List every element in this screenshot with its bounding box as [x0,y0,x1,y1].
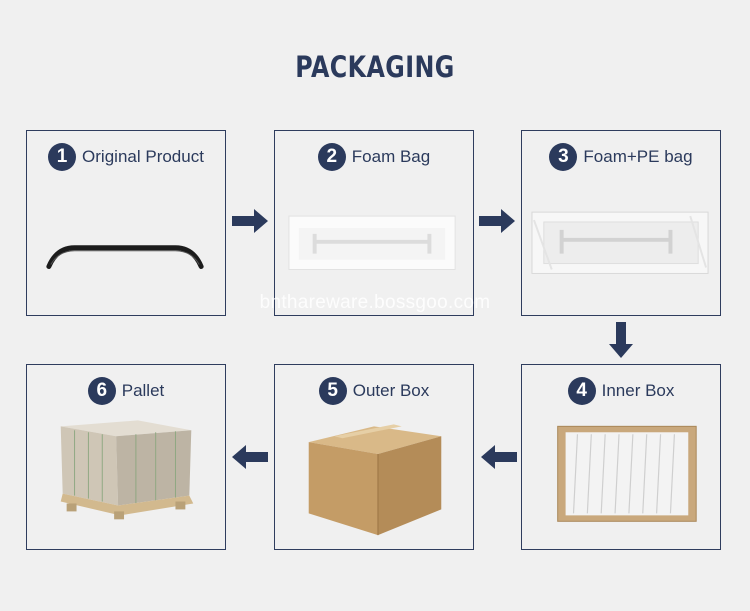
arrow-down-icon [609,322,633,358]
step-card-foam-bag: 2 Foam Bag [274,130,474,316]
step-card-original-product: 1 Original Product [26,130,226,316]
arrow-right-icon [232,209,268,233]
pe-bag-image [531,211,709,274]
step-card-foam-pe-bag: 3 Foam+PE bag [521,130,721,316]
step-card-pallet: 6 Pallet [26,364,226,550]
step-number-badge: 6 [87,377,116,405]
step-number-badge: 3 [549,143,578,171]
step-number-badge: 2 [317,143,346,171]
step-label: Outer Box [352,381,430,400]
step-label: Foam Bag [351,147,431,166]
step-card-outer-box: 5 Outer Box [274,364,474,550]
step-number-badge: 1 [48,143,77,171]
foam-bag-image [288,215,456,270]
arrow-left-icon [232,445,268,469]
inner-box-image [557,425,697,522]
step-label: Pallet [121,381,165,400]
step-number-badge: 5 [318,377,347,405]
step-label: Original Product [82,147,204,166]
step-card-inner-box: 4 Inner Box [521,364,721,550]
step-label: Foam+PE bag [583,147,693,166]
step-label: Inner Box [601,381,675,400]
arrow-left-icon [481,445,517,469]
arrow-right-icon [479,209,515,233]
outer-box-image [308,424,442,536]
pallet-image [60,420,194,520]
watermark-text: bnthareware.bossgoo.com [259,292,491,313]
handle-image [46,245,204,269]
step-number-badge: 4 [567,377,596,405]
page-title: PACKAGING [295,50,455,84]
